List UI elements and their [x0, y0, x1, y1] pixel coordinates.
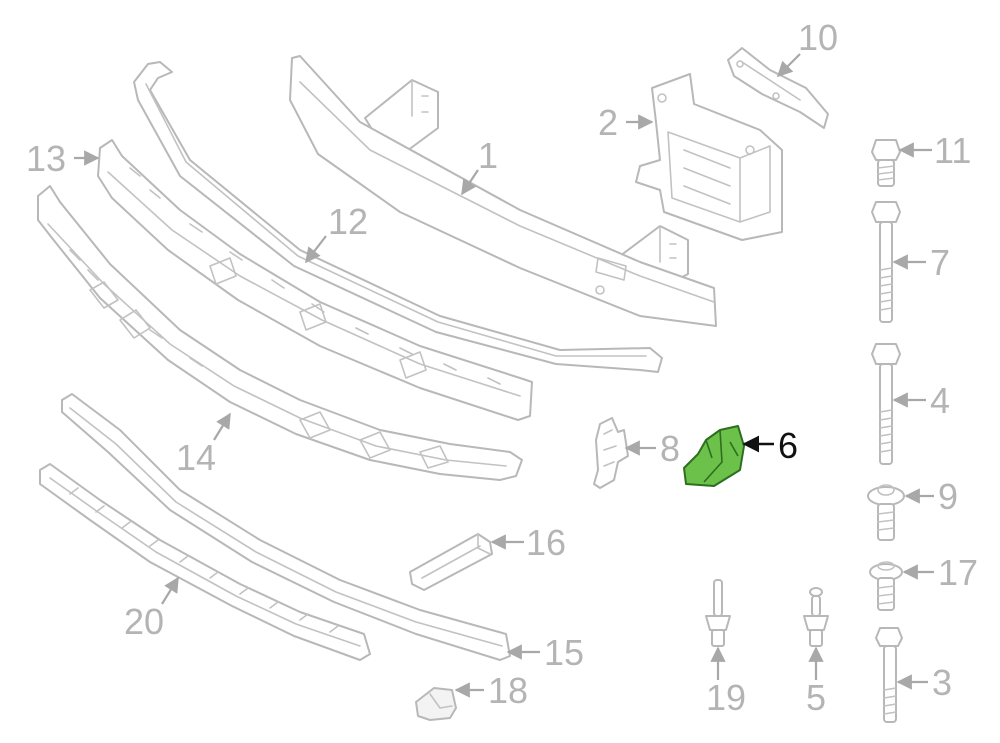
part-3-bolt	[875, 627, 903, 723]
part-9-screw	[867, 484, 905, 541]
part-16-cylinder	[409, 533, 493, 591]
label-part-15: 15	[544, 632, 584, 673]
label-part-8: 8	[660, 428, 680, 469]
label-part-12: 12	[328, 201, 368, 242]
label-part-13: 13	[26, 138, 66, 179]
label-part-7: 7	[930, 242, 950, 283]
part-17-screw	[869, 561, 903, 611]
part-19-rivet	[705, 579, 731, 647]
part-5-rivet	[803, 587, 829, 647]
label-part-1: 1	[478, 135, 498, 176]
label-part-17: 17	[938, 552, 978, 593]
leader-14	[213, 412, 231, 441]
label-part-18: 18	[488, 670, 528, 711]
part-6-bracket-highlighted	[683, 425, 745, 487]
leader-1	[461, 169, 479, 196]
leader-lines	[74, 53, 934, 698]
part-4-bolt	[871, 343, 901, 465]
label-part-16: 16	[526, 522, 566, 563]
label-part-6: 6	[778, 425, 798, 466]
part-14-absorber	[37, 185, 523, 481]
part-1-bumper-beam	[289, 55, 717, 327]
label-part-2: 2	[598, 102, 618, 143]
part-11-bolt	[871, 139, 901, 187]
label-part-20: 20	[124, 601, 164, 642]
leader-10	[776, 53, 801, 78]
label-part-3: 3	[932, 662, 952, 703]
label-part-10: 10	[798, 17, 838, 58]
callout-labels: 1 2 10 11 7 4 9 17 3 19 5 12 13 14 6 8 1…	[26, 17, 978, 718]
label-part-11: 11	[934, 130, 971, 171]
label-part-4: 4	[930, 380, 950, 421]
label-part-14: 14	[176, 437, 216, 478]
leader-20	[161, 576, 179, 605]
leader-12	[305, 235, 327, 264]
label-part-19: 19	[706, 677, 746, 718]
part-8-bracket	[593, 417, 629, 489]
part-20-strip	[39, 463, 371, 661]
part-18-clip	[415, 687, 457, 721]
part-12-strip	[133, 61, 663, 373]
part-13-absorber	[97, 139, 533, 421]
label-part-9: 9	[938, 476, 958, 517]
part-2-bracket	[635, 73, 783, 241]
part-10-bracket	[727, 47, 829, 129]
label-part-5: 5	[806, 677, 826, 718]
part-7-bolt	[871, 201, 901, 323]
